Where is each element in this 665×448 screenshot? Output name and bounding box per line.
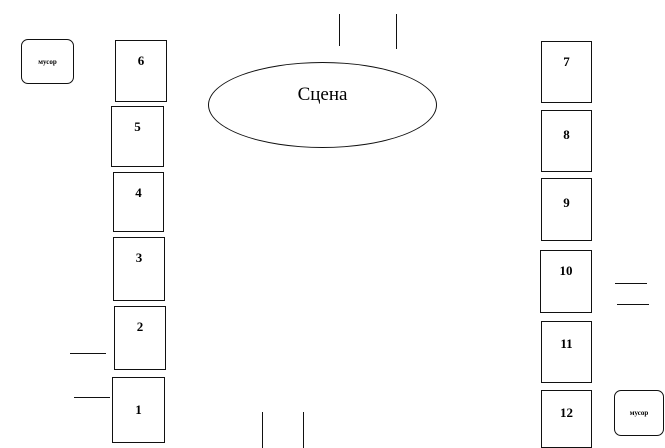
stage: Сцена	[208, 62, 437, 148]
table-11: 11	[541, 321, 592, 383]
table-1: 1	[112, 377, 165, 443]
table-4: 4	[113, 172, 164, 232]
stage-label: Сцена	[297, 84, 348, 105]
top-entrance-line-left	[339, 14, 340, 46]
table-number: 11	[560, 336, 573, 351]
table-3: 3	[113, 237, 165, 301]
trash-bin-right: мусор	[614, 390, 664, 436]
table-number: 12	[560, 405, 573, 420]
table-2: 2	[114, 306, 166, 370]
table-number: 8	[563, 127, 570, 142]
right-entrance-line-upper	[615, 283, 647, 284]
bottom-entrance-line-left	[262, 412, 263, 448]
right-entrance-line-lower	[617, 304, 649, 305]
trash-bin-left-label: мусор	[38, 57, 57, 66]
table-number: 7	[563, 54, 570, 69]
table-6: 6	[115, 40, 167, 102]
table-9: 9	[541, 178, 592, 241]
trash-bin-left: мусор	[21, 39, 74, 84]
table-number: 2	[136, 319, 144, 334]
table-number: 3	[135, 250, 143, 265]
table-7: 7	[541, 41, 592, 103]
table-number: 4	[135, 185, 142, 200]
bottom-entrance-line-right	[303, 412, 304, 448]
trash-bin-right-label: мусор	[629, 409, 649, 417]
table-5: 5	[111, 106, 164, 167]
left-entrance-line-lower	[74, 397, 110, 398]
table-12: 12	[541, 390, 592, 448]
table-10: 10	[540, 250, 592, 313]
table-number: 1	[135, 402, 142, 417]
table-number: 9	[563, 195, 570, 210]
table-number: 5	[134, 119, 141, 134]
table-number: 6	[137, 53, 145, 68]
table-number: 10	[559, 263, 573, 278]
table-8: 8	[541, 110, 592, 172]
left-entrance-line-upper	[70, 353, 106, 354]
top-entrance-line-right	[396, 14, 397, 49]
